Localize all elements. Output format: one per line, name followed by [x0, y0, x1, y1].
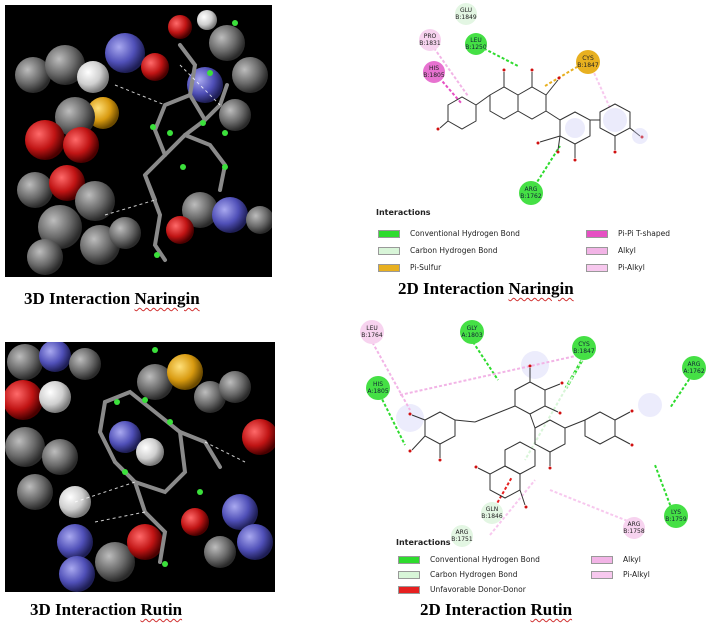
legend-swatch — [591, 555, 613, 564]
legend-swatch — [378, 229, 400, 238]
svg-text:CYS: CYS — [578, 341, 590, 348]
svg-text:GLU: GLU — [460, 7, 472, 14]
naringin-2d-caption-name: Naringin — [508, 279, 574, 298]
svg-text:PRO: PRO — [424, 33, 437, 40]
residue-gly1803: GLY A:1803 — [460, 320, 484, 344]
svg-text:A:1762: A:1762 — [683, 368, 704, 375]
svg-text:B:1762: B:1762 — [520, 193, 542, 200]
rutin-legend-item-3: Pi-Alkyl — [591, 570, 650, 579]
residue-pro1831: PRO B:1831 — [419, 29, 441, 51]
rutin-legend-item-4: Unfavorable Donor-Donor — [398, 585, 526, 594]
svg-text:B:1759: B:1759 — [665, 516, 687, 523]
legend-swatch — [398, 555, 420, 564]
rutin-legend-item-1: Alkyl — [591, 555, 641, 564]
residue-leu1250: LEU B:1250 — [465, 33, 487, 55]
naringin-legend-item-5: Pi-Alkyl — [586, 263, 645, 272]
rutin-3d-render — [3, 340, 278, 592]
naringin-legend-item-4: Pi-Sulfur — [378, 263, 441, 272]
rutin-3d-caption: 3D Interaction Rutin — [30, 600, 183, 619]
svg-text:B:1751: B:1751 — [451, 536, 473, 543]
svg-text:B:1847: B:1847 — [577, 62, 599, 69]
rutin-legend-title: Interactions — [396, 538, 451, 547]
residue-arg1751: ARG B:1751 — [451, 525, 473, 547]
legend-swatch — [591, 570, 613, 579]
svg-text:B:1847: B:1847 — [573, 348, 595, 355]
svg-text:LYS: LYS — [671, 509, 681, 516]
svg-text:B:1805: B:1805 — [423, 72, 445, 79]
svg-text:ARG: ARG — [525, 186, 538, 193]
naringin-legend-item-0: Conventional Hydrogen Bond — [378, 229, 520, 238]
naringin-2d-caption: 2D Interaction Naringin — [398, 279, 574, 298]
naringin-2d-diagram: GLU B:1849 PRO B:1831 LEU B:1250 HIS B:1… — [419, 3, 648, 205]
residue-his1805: HIS A:1805 — [366, 376, 390, 400]
svg-text:LEU: LEU — [470, 37, 482, 44]
rutin-legend-item-2: Carbon Hydrogen Bond — [398, 570, 518, 579]
legend-swatch — [586, 263, 608, 272]
rutin-legend: Interactions Conventional Hydrogen Bond … — [396, 538, 696, 600]
residue-lys1759: LYS B:1759 — [664, 504, 688, 528]
naringin-legend-title: Interactions — [376, 208, 431, 217]
svg-text:A:1805: A:1805 — [367, 388, 388, 395]
svg-text:B:1758: B:1758 — [623, 528, 645, 535]
svg-text:ARG: ARG — [456, 529, 469, 536]
naringin-3d-caption: 3D Interaction Naringin — [24, 289, 200, 308]
svg-text:LEU: LEU — [366, 325, 378, 332]
legend-swatch — [398, 570, 420, 579]
naringin-legend-item-1: Pi-Pi T-shaped — [586, 229, 670, 238]
residue-leu1764: LEU B:1764 — [360, 320, 384, 344]
naringin-3d-caption-name: Naringin — [134, 289, 200, 308]
rutin-2d-caption: 2D Interaction Rutin — [420, 600, 573, 619]
svg-text:B:1831: B:1831 — [419, 40, 441, 47]
naringin-legend-item-2: Carbon Hydrogen Bond — [378, 246, 498, 255]
legend-swatch — [378, 263, 400, 272]
svg-text:B:1846: B:1846 — [481, 513, 503, 520]
svg-text:GLY: GLY — [467, 325, 478, 332]
svg-text:B:1250: B:1250 — [465, 44, 487, 51]
naringin-3d-render — [15, 10, 274, 275]
svg-text:A:1803: A:1803 — [461, 332, 482, 339]
rutin-2d-diagram: LEU B:1764 GLY A:1803 CYS B:1847 ARG A:1… — [360, 320, 706, 547]
residue-his1805: HIS B:1805 — [423, 61, 445, 83]
naringin-legend: Interactions Conventional Hydrogen Bond … — [376, 208, 696, 278]
legend-swatch — [378, 246, 400, 255]
naringin-legend-item-3: Alkyl — [586, 246, 636, 255]
legend-swatch — [398, 585, 420, 594]
legend-swatch — [586, 246, 608, 255]
residue-arg1762: ARG B:1762 — [519, 181, 543, 205]
rutin-2d-caption-name: Rutin — [530, 600, 573, 619]
residue-cys1847: CYS B:1847 — [576, 50, 600, 74]
svg-text:B:1764: B:1764 — [361, 332, 383, 339]
svg-text:ARG: ARG — [628, 521, 641, 528]
svg-text:ARG: ARG — [688, 361, 701, 368]
svg-text:CYS: CYS — [582, 55, 594, 62]
residue-arg1758: ARG B:1758 — [623, 517, 645, 539]
residue-arg1762: ARG A:1762 — [682, 356, 706, 380]
residue-cys1847: CYS B:1847 — [572, 336, 596, 360]
rutin-legend-item-0: Conventional Hydrogen Bond — [398, 555, 540, 564]
residue-gln1846: GLN B:1846 — [481, 502, 503, 524]
svg-text:HIS: HIS — [373, 381, 383, 388]
rutin-3d-caption-name: Rutin — [140, 600, 183, 619]
naringin-3d-image — [5, 5, 274, 277]
svg-text:HIS: HIS — [429, 65, 439, 72]
svg-text:GLN: GLN — [486, 506, 498, 513]
svg-text:B:1849: B:1849 — [455, 14, 477, 21]
residue-glu1849: GLU B:1849 — [455, 3, 477, 25]
legend-swatch — [586, 229, 608, 238]
rutin-3d-image — [3, 340, 278, 592]
